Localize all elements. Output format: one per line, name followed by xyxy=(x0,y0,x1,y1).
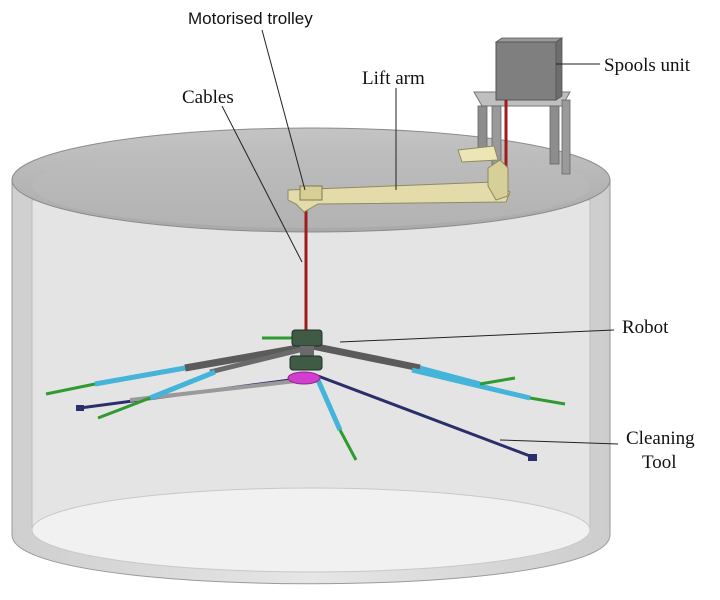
label-spools-unit: Spools unit xyxy=(604,55,691,76)
robot-lower-hub xyxy=(289,355,323,371)
label-cleaning-tool-line2: Tool xyxy=(642,452,677,473)
label-cleaning-tool-line1: Cleaning xyxy=(626,428,695,449)
label-cables: Cables xyxy=(182,87,234,108)
labels: Motorised trolley Cables Lift arm Spools… xyxy=(182,9,695,473)
spools-box-top xyxy=(494,37,564,43)
robot-upper-hub xyxy=(291,329,323,347)
spools-unit xyxy=(473,37,571,175)
label-lift-arm: Lift arm xyxy=(362,68,425,89)
cleaning-tool-head xyxy=(287,371,321,385)
leader-lines xyxy=(221,29,619,445)
label-motorised-trolley: Motorised trolley xyxy=(188,9,313,28)
storage-tank xyxy=(11,127,611,585)
robot xyxy=(287,329,323,385)
spools-box xyxy=(495,41,557,101)
label-robot: Robot xyxy=(622,317,669,338)
tank-floor xyxy=(31,487,591,573)
lift-arm-pivot xyxy=(457,145,499,163)
lift-arm xyxy=(287,145,511,213)
robot-arms xyxy=(45,336,566,461)
motorised-trolley xyxy=(299,185,323,201)
